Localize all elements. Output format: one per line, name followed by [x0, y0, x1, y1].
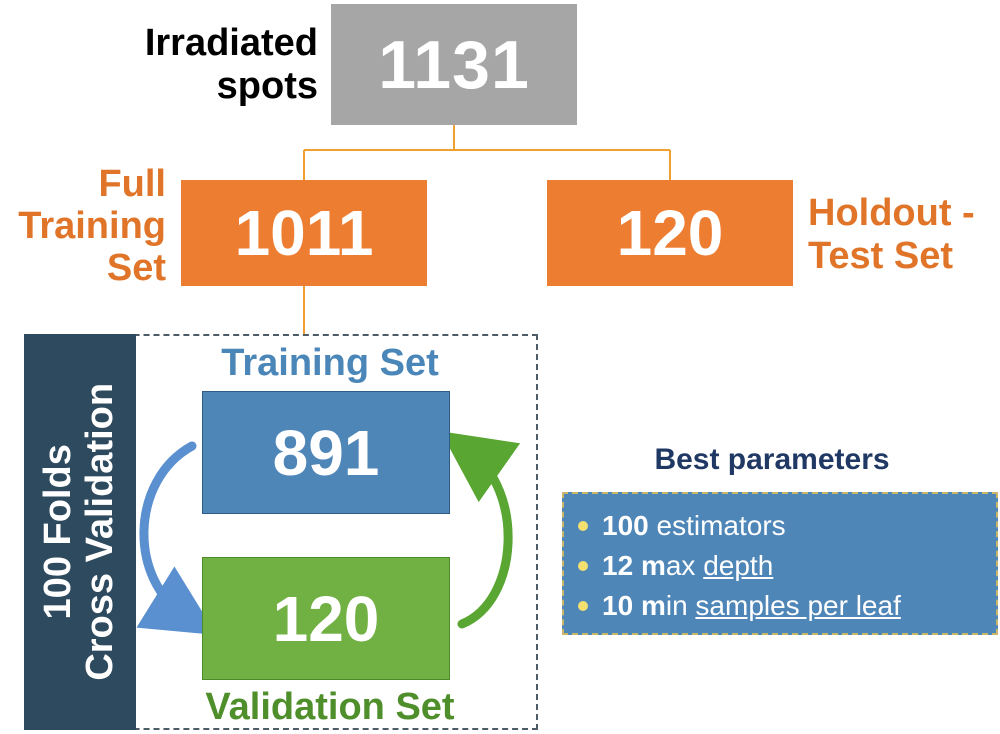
right-curved-arrow-icon: [440, 431, 521, 629]
left-curved-arrow-icon: [136, 441, 217, 636]
param-item-max-depth: 12 max depth: [578, 546, 986, 586]
cross-validation-label-line1: 100 Folds: [37, 444, 80, 620]
param-value: 100: [602, 510, 649, 541]
full-training-node: 1011: [181, 180, 427, 286]
cross-validation-label: 100 Folds Cross Validation: [37, 383, 122, 681]
holdout-value: 120: [616, 197, 724, 269]
param-underlined: depth: [703, 550, 774, 581]
tree-connector: [303, 125, 671, 334]
full-training-value: 1011: [234, 197, 374, 269]
holdout-node: 120: [547, 180, 793, 286]
full-training-label-line3: Set: [106, 246, 166, 289]
root-value: 1131: [378, 26, 530, 103]
validation-set-value: 120: [272, 582, 380, 655]
full-training-label-line1: Full: [98, 163, 166, 205]
param-item-estimators: 100 estimators: [578, 506, 986, 546]
param-text: estimators: [648, 510, 786, 541]
param-value: 10: [602, 590, 641, 621]
training-set-node: 891: [202, 391, 450, 514]
param-value: 12: [602, 550, 641, 581]
bullet-icon: [578, 601, 588, 611]
cross-validation-side-panel: 100 Folds Cross Validation: [24, 334, 136, 730]
cross-validation-label-line2: Cross Validation: [79, 383, 121, 681]
bullet-icon: [578, 521, 588, 531]
full-training-label-line2: Training: [18, 204, 166, 247]
param-underlined: samples per leaf: [695, 590, 901, 621]
full-training-label: Full Training Set: [0, 163, 166, 289]
param-prefix: m: [640, 590, 666, 621]
param-text: in: [665, 590, 696, 621]
training-set-value: 891: [272, 416, 380, 489]
param-text: ax: [665, 550, 704, 581]
holdout-label: Holdout - Test Set: [808, 192, 998, 277]
best-parameters-list: 100 estimators 12 max depth 10 min sampl…: [562, 492, 998, 635]
training-set-title: Training Set: [221, 342, 439, 384]
best-parameters-title: Best parameters: [654, 443, 890, 476]
holdout-label-line1: Holdout -: [808, 192, 975, 234]
bullet-icon: [578, 561, 588, 571]
root-label-line1: Irradiated: [144, 22, 318, 64]
root-label: Irradiated spots: [110, 22, 318, 107]
validation-set-title: Validation Set: [205, 686, 455, 728]
root-node: 1131: [331, 4, 577, 125]
param-prefix: m: [640, 550, 666, 581]
validation-set-node: 120: [202, 557, 450, 680]
root-label-line2: spots: [216, 64, 318, 107]
holdout-label-line2: Test Set: [808, 234, 954, 277]
param-item-min-samples: 10 min samples per leaf: [578, 586, 986, 626]
